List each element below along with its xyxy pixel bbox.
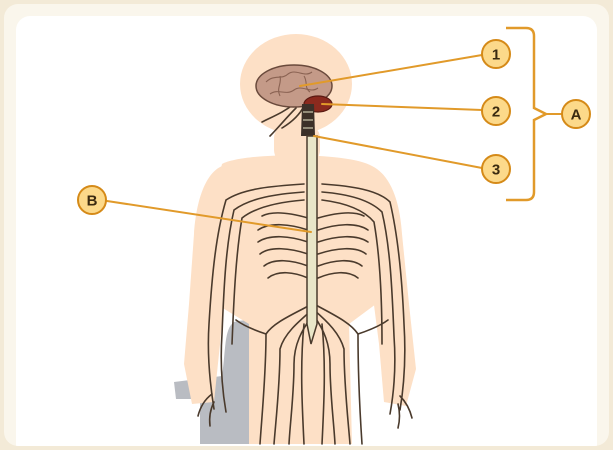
label-a-text: A	[571, 107, 582, 124]
label-3-text: 3	[492, 162, 500, 179]
label-3-badge: 3	[482, 155, 510, 183]
label-a-badge: A	[562, 100, 590, 128]
nervous-system-diagram: 1 2 3 A B	[16, 16, 597, 446]
label-b-text: B	[87, 193, 98, 210]
spinal-cord	[307, 136, 317, 344]
leader-line-2	[322, 104, 482, 110]
label-2-text: 2	[492, 104, 500, 121]
label-1-text: 1	[492, 47, 500, 64]
bracket-a	[506, 28, 546, 200]
figure-frame: 1 2 3 A B	[4, 4, 609, 446]
label-b-badge: B	[78, 186, 106, 214]
label-2-badge: 2	[482, 97, 510, 125]
figure-panel: 1 2 3 A B	[16, 16, 597, 446]
label-1-badge: 1	[482, 40, 510, 68]
